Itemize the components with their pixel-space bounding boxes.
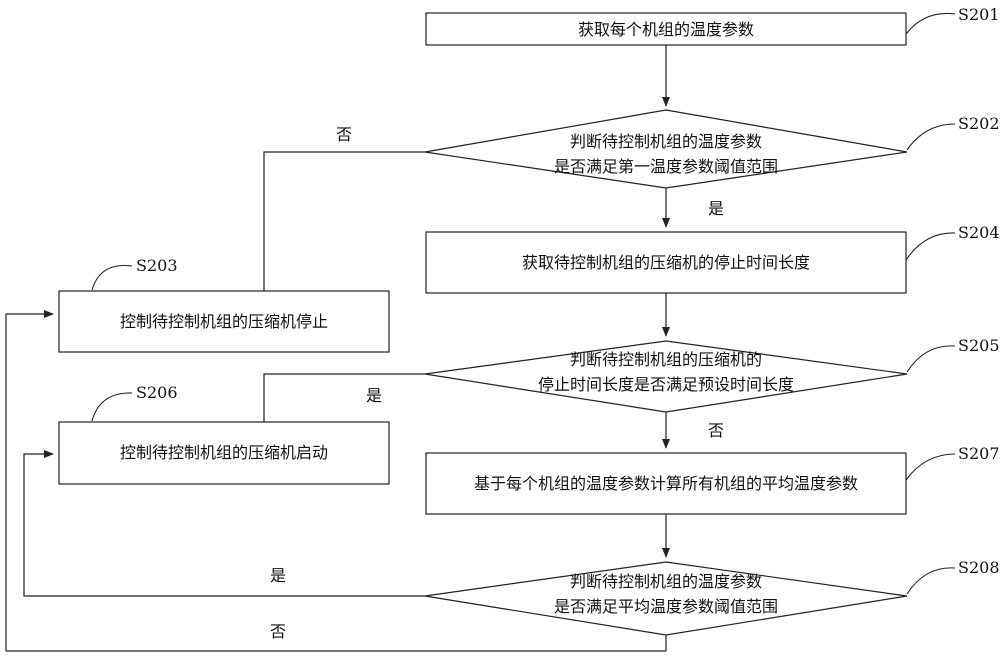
decision-diamond-s202: [424, 109, 908, 189]
step-label-s208: S208: [958, 558, 1000, 577]
node-s201-text: 获取每个机组的温度参数: [578, 20, 754, 39]
node-s208-text-line1: 判断待控制机组的温度参数: [570, 572, 762, 591]
step-label-leaders: [91, 12, 956, 595]
node-s206: 控制待控制机组的压缩机启动: [58, 421, 390, 485]
edge-label-s205-no: 否: [708, 421, 724, 440]
node-s207-text: 基于每个机组的温度参数计算所有机组的平均温度参数: [474, 474, 858, 493]
process-box-s201: [425, 12, 907, 46]
edge-label-s208-yes: 是: [270, 566, 286, 585]
process-box-s203: [58, 290, 390, 353]
decision-diamond-s208: [424, 561, 908, 636]
step-label-s206: S206: [136, 383, 178, 402]
leader-s202: [906, 123, 956, 151]
step-label-s203: S203: [136, 256, 178, 275]
node-s201: 获取每个机组的温度参数: [425, 12, 907, 46]
leader-s207: [905, 453, 956, 481]
edge-labels: 否 是 是 否 是 否: [270, 125, 724, 641]
node-s208-text-line2: 是否满足平均温度参数阈值范围: [554, 597, 778, 616]
node-s205-text-line1: 判断待控制机组的压缩机的: [570, 350, 762, 369]
leader-s205: [906, 345, 956, 373]
process-box-s206: [58, 421, 390, 485]
edge-label-s202-yes: 是: [708, 199, 724, 218]
node-s204: 获取待控制机组的压缩机的停止时间长度: [425, 231, 907, 294]
edge-s205-s206: [263, 373, 425, 422]
step-label-s202: S202: [958, 114, 1000, 133]
node-s202: 判断待控制机组的温度参数 是否满足第一温度参数阈值范围: [424, 109, 908, 189]
edge-label-s202-no: 否: [336, 125, 352, 144]
node-s203: 控制待控制机组的压缩机停止: [58, 290, 390, 353]
edge-label-s208-no: 否: [270, 622, 286, 641]
leader-s208: [906, 567, 956, 595]
leader-s204: [905, 232, 956, 261]
node-s208: 判断待控制机组的温度参数 是否满足平均温度参数阈值范围: [424, 561, 908, 636]
node-s207: 基于每个机组的温度参数计算所有机组的平均温度参数: [425, 452, 907, 515]
step-label-s205: S205: [958, 336, 1000, 355]
step-labels: S201 S202 S203 S204 S205 S206 S207 S208: [136, 5, 1000, 577]
edges: [5, 45, 670, 652]
decision-diamond-s205: [424, 340, 908, 413]
edge-s208-s203: [5, 310, 667, 652]
node-s203-text: 控制待控制机组的压缩机停止: [120, 312, 328, 331]
node-s204-text: 获取待控制机组的压缩机的停止时间长度: [522, 253, 810, 272]
process-box-s204: [425, 231, 907, 294]
node-s202-text-line2: 是否满足第一温度参数阈值范围: [554, 157, 778, 176]
step-label-s201: S201: [958, 5, 1000, 24]
node-s205: 判断待控制机组的压缩机的 停止时间长度是否满足预设时间长度: [424, 340, 908, 413]
leader-s206: [91, 392, 133, 422]
node-s202-text-line1: 判断待控制机组的温度参数: [570, 132, 762, 151]
node-s205-text-line2: 停止时间长度是否满足预设时间长度: [538, 375, 794, 394]
node-s206-text: 控制待控制机组的压缩机启动: [120, 443, 328, 462]
leader-s203: [91, 264, 133, 291]
leader-s201: [905, 12, 956, 35]
step-label-s207: S207: [958, 444, 1000, 463]
step-label-s204: S204: [958, 223, 1000, 242]
edge-s208-s206: [23, 450, 425, 597]
edge-s202-s203: [263, 151, 425, 291]
edge-label-s205-yes: 是: [366, 386, 382, 405]
process-box-s207: [425, 452, 907, 515]
